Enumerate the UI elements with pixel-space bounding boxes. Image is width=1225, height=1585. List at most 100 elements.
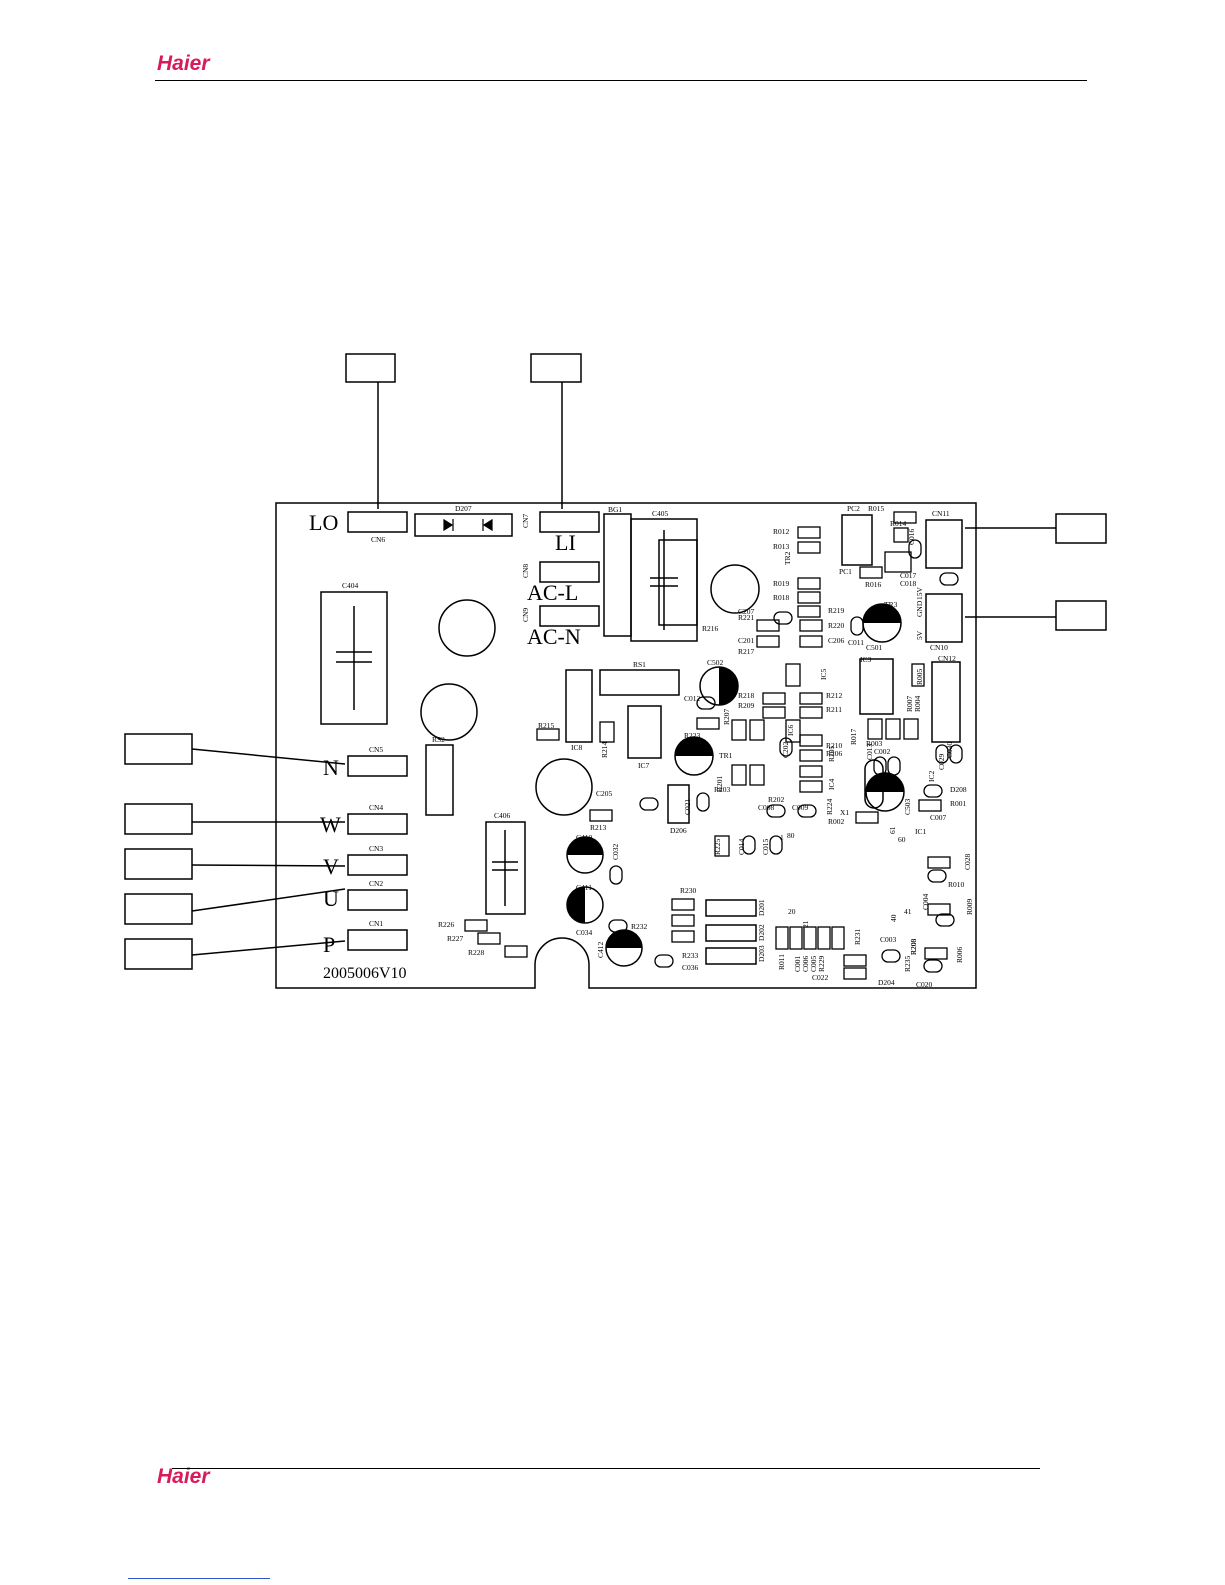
- label-u: U: [323, 886, 339, 911]
- footer-link-underline: [128, 1578, 270, 1579]
- component-label: R212: [826, 691, 843, 700]
- component-label: R012: [773, 527, 790, 536]
- resistor-rs1: [599, 669, 680, 696]
- label-v: V: [323, 854, 339, 879]
- component-label: C013: [865, 743, 874, 760]
- label-p: P: [323, 932, 335, 957]
- component-label: 21: [801, 920, 810, 928]
- component-label: C021: [683, 798, 692, 815]
- component-label: RS2: [432, 735, 445, 744]
- component-label: C404: [342, 581, 359, 590]
- component-label: CN8: [521, 564, 530, 578]
- component-label: R233: [682, 951, 699, 960]
- callout-box-cn10: [1055, 600, 1107, 631]
- component-label: R010: [948, 880, 965, 889]
- component-label: R016: [865, 580, 882, 589]
- callout-box-w: [124, 803, 193, 835]
- component-label: PC1: [839, 567, 852, 576]
- component-label: IC4: [827, 779, 836, 791]
- mounting-hole-4: [535, 758, 593, 816]
- component-label: CN5: [369, 745, 383, 754]
- component-label: R215: [538, 721, 555, 730]
- haier-logo-bottom: Haier: [157, 1465, 210, 1488]
- component-label: X1: [840, 808, 849, 817]
- label-ac-l: AC-L: [527, 580, 578, 605]
- connector-cn9: [539, 605, 600, 627]
- component-label: R205: [827, 745, 836, 762]
- component-label: IC8: [571, 743, 583, 752]
- component-label: TR1: [719, 751, 733, 760]
- component-label: RS1: [633, 660, 646, 669]
- component-label: C030: [945, 741, 954, 758]
- component-label: R231: [853, 928, 862, 945]
- component-label: C016: [907, 528, 916, 545]
- component-label: CN2: [369, 879, 383, 888]
- connector-cn2: [347, 889, 408, 911]
- component-label: 80: [787, 831, 795, 840]
- component-label: R224: [825, 798, 834, 815]
- component-label: C007: [930, 813, 947, 822]
- component-label: R208: [909, 938, 918, 955]
- component-label: C011: [848, 638, 864, 647]
- component-label: C503: [903, 798, 912, 815]
- component-label: CN10: [930, 643, 948, 652]
- component-label: R235: [903, 955, 912, 972]
- ic-ic3: [859, 658, 894, 715]
- component-label: IC2: [927, 771, 936, 783]
- capacitor-c406: [485, 821, 526, 915]
- component-label: C022: [812, 973, 829, 982]
- header-rule: [155, 80, 1087, 81]
- leader-line-p: [191, 940, 346, 956]
- component-label: C411: [576, 883, 592, 892]
- component-label: R002: [828, 817, 845, 826]
- component-label: R202: [768, 795, 785, 804]
- label-li: LI: [555, 530, 576, 555]
- component-label: CN6: [371, 535, 385, 544]
- component-label: C413: [684, 740, 701, 749]
- component-label: D201: [757, 899, 766, 916]
- footer-rule: [172, 1468, 1040, 1469]
- connector-cn3: [347, 854, 408, 876]
- component-label: D207: [455, 504, 472, 513]
- component-label: R015: [868, 504, 885, 513]
- component-label: GND: [915, 600, 924, 617]
- component-label: C202: [781, 741, 790, 758]
- bridge-bg1: [603, 513, 632, 637]
- component-label: R221: [738, 613, 755, 622]
- component-label: C015: [761, 838, 770, 855]
- component-label: C032: [611, 843, 620, 860]
- component-label: 40: [889, 914, 898, 922]
- component-label: C004: [921, 893, 930, 910]
- component-label: C028: [963, 853, 972, 870]
- diode-d206: [667, 784, 690, 824]
- component-label: R017: [849, 728, 858, 745]
- component-label: C036: [682, 963, 699, 972]
- component-label: D208: [950, 785, 967, 794]
- component-label: IC3: [860, 655, 872, 664]
- component-label: C009: [792, 803, 809, 812]
- component-label: C410: [576, 833, 593, 842]
- component-label: D206: [670, 826, 687, 835]
- board-outline: [275, 502, 977, 989]
- component-label: R207: [722, 708, 731, 725]
- component-label: R218: [738, 691, 755, 700]
- callout-box-u: [124, 893, 193, 925]
- component-label: CN12: [938, 654, 956, 663]
- callout-box-lo: [345, 353, 396, 383]
- component-label: TR3: [884, 600, 898, 609]
- component-label: C008: [758, 803, 775, 812]
- connector-cn7: [539, 511, 600, 533]
- component-label: C205: [596, 789, 613, 798]
- label-n: N: [323, 755, 339, 780]
- component-label: R001: [950, 799, 967, 808]
- component-label: TR2: [783, 551, 792, 565]
- component-label: PC2: [847, 504, 860, 513]
- component-label: C006: [801, 955, 810, 972]
- component-label: R217: [738, 647, 755, 656]
- component-label: C207: [738, 607, 755, 616]
- leader-line-n: [191, 748, 346, 765]
- mounting-hole-2: [420, 683, 478, 741]
- connector-cn6: [347, 511, 408, 533]
- component-label: IC5: [819, 669, 828, 681]
- connector-cn5: [347, 755, 408, 777]
